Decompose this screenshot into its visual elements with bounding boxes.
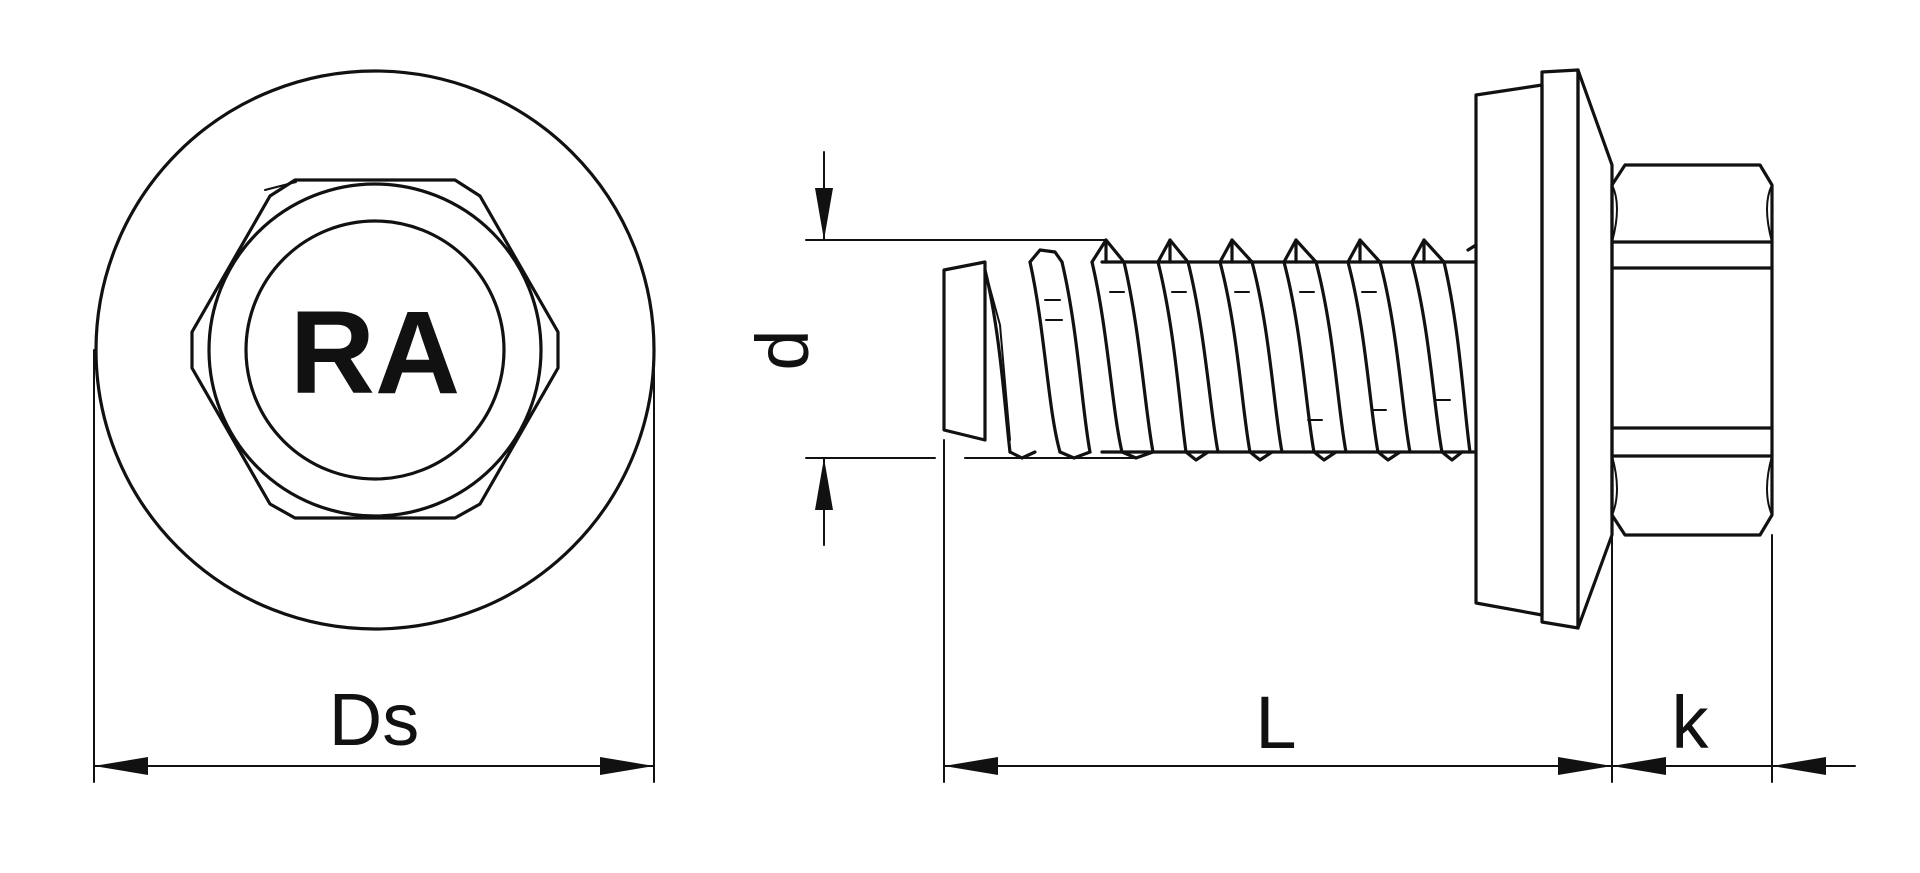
d-label: d (741, 329, 824, 370)
head-marking-text: RA (290, 287, 460, 419)
hex-chamfer-top-arc (1611, 184, 1618, 243)
ds-arrow-left (94, 757, 148, 775)
hex-chamfer-bottom-arc (1611, 455, 1618, 516)
hex-chamfer-bottom-arc-r (1766, 455, 1773, 516)
thread-flank-ticks (1044, 291, 1451, 421)
epdm-washer (1474, 83, 1544, 617)
l-label: L (1255, 681, 1296, 764)
flange-cone (1576, 68, 1614, 630)
steel-washer (1540, 68, 1580, 630)
top-view: RA Ds (93, 69, 656, 783)
d-arrow-bottom (815, 458, 833, 510)
thread-peaks-top (1028, 238, 1446, 264)
marking-circle (244, 219, 506, 481)
thread-flanks (983, 260, 1472, 454)
l-arrow-right (1558, 757, 1612, 775)
d-arrow-top (815, 188, 833, 240)
hex-chamfer-top-arc-r (1766, 184, 1773, 243)
side-view: d L k (741, 68, 1856, 783)
k-arrow-right (1772, 757, 1826, 775)
thread-peaks-bottom (1008, 450, 1464, 462)
k-label: k (1672, 681, 1710, 764)
l-arrow-left (944, 757, 998, 775)
hex-chamfer-top (264, 181, 297, 191)
washer-neck (1466, 243, 1478, 252)
hex-head-outline (190, 178, 560, 520)
drill-tip (942, 260, 987, 442)
ds-label: Ds (329, 678, 419, 761)
washer-outer-circle (94, 69, 656, 631)
hex-bearing-circle (207, 182, 543, 518)
ds-arrow-right (600, 757, 654, 775)
k-arrow-left (1612, 757, 1666, 775)
hex-head-side (1610, 163, 1774, 537)
